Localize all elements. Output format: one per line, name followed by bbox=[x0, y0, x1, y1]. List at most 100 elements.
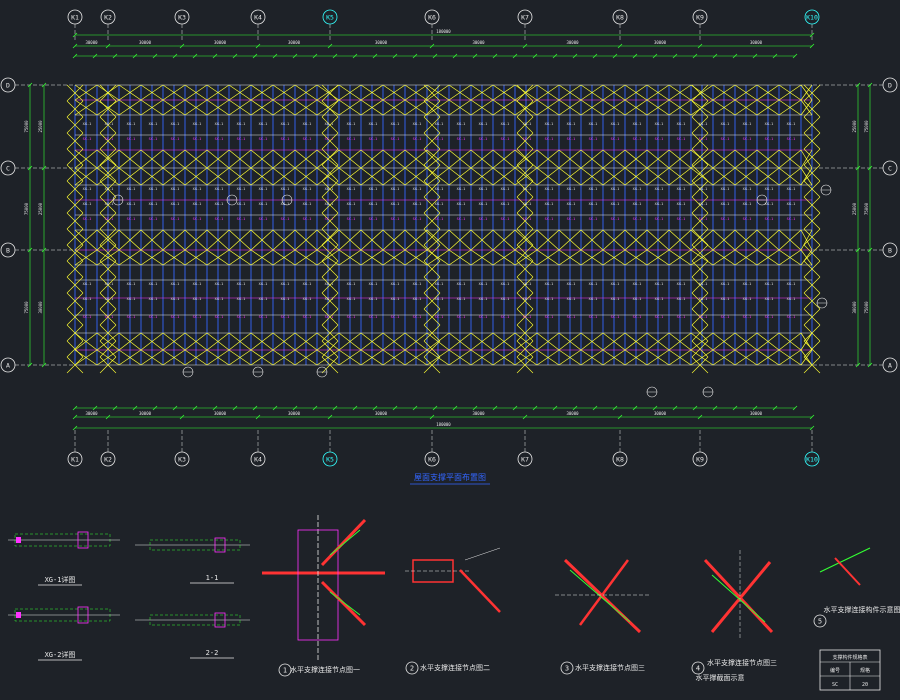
dim-right-total-text: 75000 bbox=[864, 202, 869, 215]
member-tag: XG-1 bbox=[721, 187, 730, 191]
x-brace bbox=[118, 149, 142, 169]
member-tag: SC-1 bbox=[545, 217, 554, 221]
member-tag: XG-1 bbox=[215, 282, 224, 286]
member-tag: XG-1 bbox=[391, 282, 400, 286]
x-brace bbox=[140, 249, 164, 266]
x-brace bbox=[734, 249, 758, 266]
dim-fine-bottom-tick bbox=[72, 405, 78, 411]
dim-fine-top-tick bbox=[332, 53, 338, 59]
detail-section-1-body bbox=[149, 539, 241, 551]
x-brace bbox=[162, 229, 186, 251]
grid-bubble bbox=[100, 9, 116, 25]
member-tag: XG-1 bbox=[677, 297, 686, 301]
x-brace bbox=[321, 324, 339, 342]
x-brace bbox=[321, 292, 339, 310]
member-tag: XG-1 bbox=[655, 282, 664, 286]
member-tag: XG-1 bbox=[699, 282, 708, 286]
grid-bubble bbox=[0, 357, 16, 373]
dim-overall-top-text: 180000 bbox=[436, 29, 451, 34]
member-tag: SC-1 bbox=[501, 315, 510, 319]
dim-right-total-tick bbox=[867, 82, 873, 88]
x-brace bbox=[272, 84, 296, 101]
member-tag: SC-1 bbox=[369, 217, 378, 221]
member-tag: SC-1 bbox=[347, 217, 356, 221]
x-brace bbox=[426, 84, 450, 101]
x-brace bbox=[140, 167, 164, 186]
x-brace bbox=[321, 212, 339, 230]
x-brace bbox=[360, 84, 384, 101]
dim-fine-top-tick bbox=[172, 53, 178, 59]
x-brace bbox=[250, 249, 274, 266]
dim-overall-bottom-text: 180000 bbox=[436, 422, 451, 427]
member-tag: XG-1 bbox=[413, 297, 422, 301]
x-brace bbox=[228, 84, 252, 101]
x-brace bbox=[516, 132, 534, 150]
dim-fine-bottom-tick bbox=[452, 405, 458, 411]
x-brace bbox=[803, 164, 821, 182]
member-tag: XG-1 bbox=[325, 187, 334, 191]
x-brace bbox=[382, 229, 406, 251]
x-brace bbox=[66, 196, 84, 214]
member-tag: XG-1 bbox=[127, 297, 136, 301]
member-tag: XG-1 bbox=[347, 297, 356, 301]
member-tag: SC-1 bbox=[589, 315, 598, 319]
x-brace bbox=[382, 84, 406, 101]
x-brace bbox=[514, 332, 538, 351]
node2-brace bbox=[459, 569, 501, 613]
member-tag: SC-1 bbox=[633, 217, 642, 221]
x-brace bbox=[516, 292, 534, 310]
x-brace bbox=[272, 249, 296, 266]
x-brace bbox=[492, 149, 516, 169]
member-tag: XG-1 bbox=[215, 122, 224, 126]
detail-section-2-caption: 2-2 bbox=[206, 649, 219, 657]
member-tag: XG-1 bbox=[765, 202, 774, 206]
x-brace bbox=[99, 292, 117, 310]
x-brace bbox=[558, 332, 582, 351]
x-brace bbox=[778, 249, 802, 266]
member-tag: XG-1 bbox=[743, 297, 752, 301]
x-brace bbox=[184, 167, 208, 186]
x-brace bbox=[74, 149, 98, 169]
member-tag: SC-1 bbox=[501, 137, 510, 141]
x-brace bbox=[516, 340, 534, 358]
x-brace bbox=[206, 149, 230, 169]
dim-fine-bottom-tick bbox=[192, 405, 198, 411]
x-brace bbox=[668, 332, 692, 351]
member-tag: XG-1 bbox=[633, 297, 642, 301]
x-brace bbox=[118, 167, 142, 186]
member-tag: SC-1 bbox=[281, 315, 290, 319]
x-brace bbox=[691, 148, 709, 166]
node5-member bbox=[819, 547, 871, 573]
member-tag: XG-1 bbox=[303, 187, 312, 191]
x-brace bbox=[691, 196, 709, 214]
member-tag: SC-1 bbox=[787, 217, 796, 221]
x-brace bbox=[206, 99, 230, 116]
x-brace bbox=[756, 229, 780, 251]
member-tag: XG-1 bbox=[743, 202, 752, 206]
x-brace bbox=[74, 249, 98, 266]
x-brace bbox=[646, 349, 670, 366]
grid-bubble bbox=[804, 9, 820, 25]
dim-grid-bottom-text: 30000 bbox=[214, 411, 227, 416]
dim-fine-bottom-tick bbox=[752, 405, 758, 411]
node1-brace-b bbox=[320, 580, 367, 627]
dim-fine-top-tick bbox=[252, 53, 258, 59]
member-tag: XG-1 bbox=[633, 282, 642, 286]
member-tag: SC-1 bbox=[567, 315, 576, 319]
member-tag: SC-1 bbox=[281, 137, 290, 141]
x-brace bbox=[99, 276, 117, 294]
x-brace bbox=[803, 244, 821, 262]
member-tag: SC-1 bbox=[105, 217, 114, 221]
node3-weld bbox=[569, 569, 631, 623]
x-brace bbox=[734, 84, 758, 101]
x-brace bbox=[602, 229, 626, 251]
member-tag: SC-1 bbox=[567, 217, 576, 221]
dim-grid-top-tick bbox=[429, 43, 435, 49]
x-brace bbox=[803, 196, 821, 214]
x-brace bbox=[228, 229, 252, 251]
grid-label-b: B bbox=[6, 247, 10, 255]
x-brace bbox=[184, 149, 208, 169]
member-tag: XG-1 bbox=[215, 187, 224, 191]
x-brace bbox=[272, 167, 296, 186]
member-tag: XG-1 bbox=[611, 122, 620, 126]
